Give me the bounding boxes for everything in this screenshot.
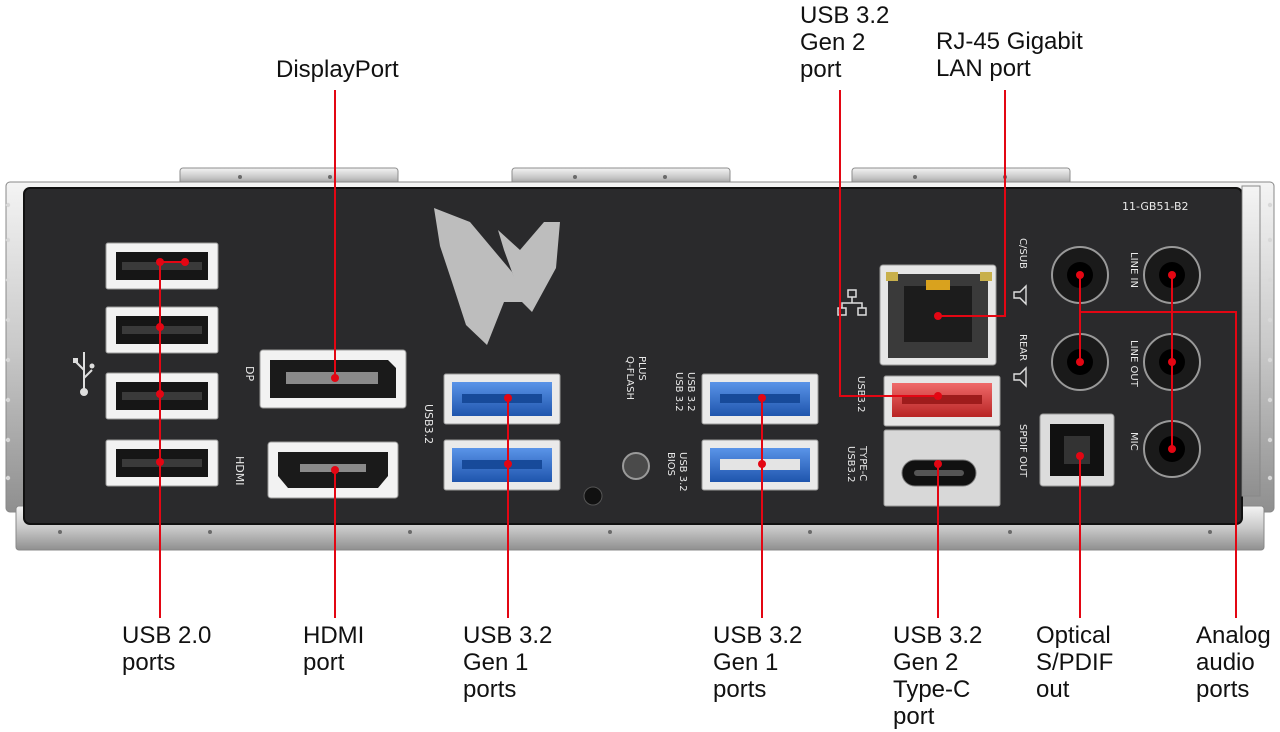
- callout-hdmi: HDMI port: [303, 622, 365, 676]
- usb32-gen2-typec-port[interactable]: [883, 429, 1001, 507]
- aorus-eagle-logo: [434, 208, 560, 345]
- callout-usb20: USB 2.0 ports: [122, 622, 212, 676]
- usb32-left-label: USB3.2: [422, 404, 435, 444]
- bios-label: BIOS: [665, 452, 676, 476]
- csub-label: C/SUB: [1017, 238, 1028, 269]
- part-number: 11-GB51-B2: [1122, 200, 1189, 213]
- callout-usb32-gen1-right: USB 3.2 Gen 1 ports: [713, 622, 803, 703]
- usb32-gen1-port[interactable]: [443, 439, 561, 491]
- line-in-label: LINE IN: [1128, 252, 1139, 288]
- bios-usb-label: USB 3.2: [677, 452, 688, 492]
- callout-optical-spdif: Optical S/PDIF out: [1036, 622, 1114, 703]
- callout-rj45: RJ-45 Gigabit LAN port: [936, 28, 1083, 82]
- callout-usb32-gen2-typec: USB 3.2 Gen 2 Type-C port: [893, 622, 983, 730]
- callout-usb32-gen1-left: USB 3.2 Gen 1 ports: [463, 622, 553, 703]
- speaker-icon: [1013, 284, 1027, 388]
- usb32-pair-label-1: USB 3.2: [673, 372, 684, 412]
- usb32-gen1-port[interactable]: [443, 373, 561, 425]
- qflash-plus-button[interactable]: [622, 452, 650, 480]
- clear-cmos-hole[interactable]: [583, 486, 603, 506]
- rear-label: REAR: [1017, 334, 1028, 361]
- usb32-gen2-port[interactable]: [883, 375, 1001, 427]
- usb32-pair-label-2: USB 3.2: [685, 372, 696, 412]
- usb-trident-icon: [73, 352, 95, 396]
- usb2-port[interactable]: [105, 242, 219, 290]
- dp-label: DP: [243, 366, 256, 381]
- usb32-red-label: USB3.2: [855, 376, 866, 412]
- typec-label-2: TYPE-C: [857, 445, 868, 481]
- network-icon: [837, 289, 867, 316]
- callout-displayport: DisplayPort: [276, 56, 399, 83]
- usb32-gen1-left-pair: [443, 373, 561, 491]
- qflash-label-line1: Q-FLASH: [624, 356, 635, 400]
- hdmi-label: HDMI: [233, 456, 246, 485]
- callout-analog-audio: Analog audio ports: [1196, 622, 1271, 703]
- line-out-label: LINE OUT: [1128, 340, 1139, 388]
- leader-lines: [156, 90, 1237, 618]
- spdif-out-label: SPDIF OUT: [1017, 424, 1028, 478]
- mic-label: MIC: [1128, 432, 1139, 451]
- qflash-label-line2: PLUS: [636, 356, 647, 381]
- callout-usb32-gen2: USB 3.2 Gen 2 port: [800, 2, 890, 83]
- typec-label-1: USB3.2: [845, 446, 856, 482]
- optical-spdif-port[interactable]: [1039, 413, 1115, 487]
